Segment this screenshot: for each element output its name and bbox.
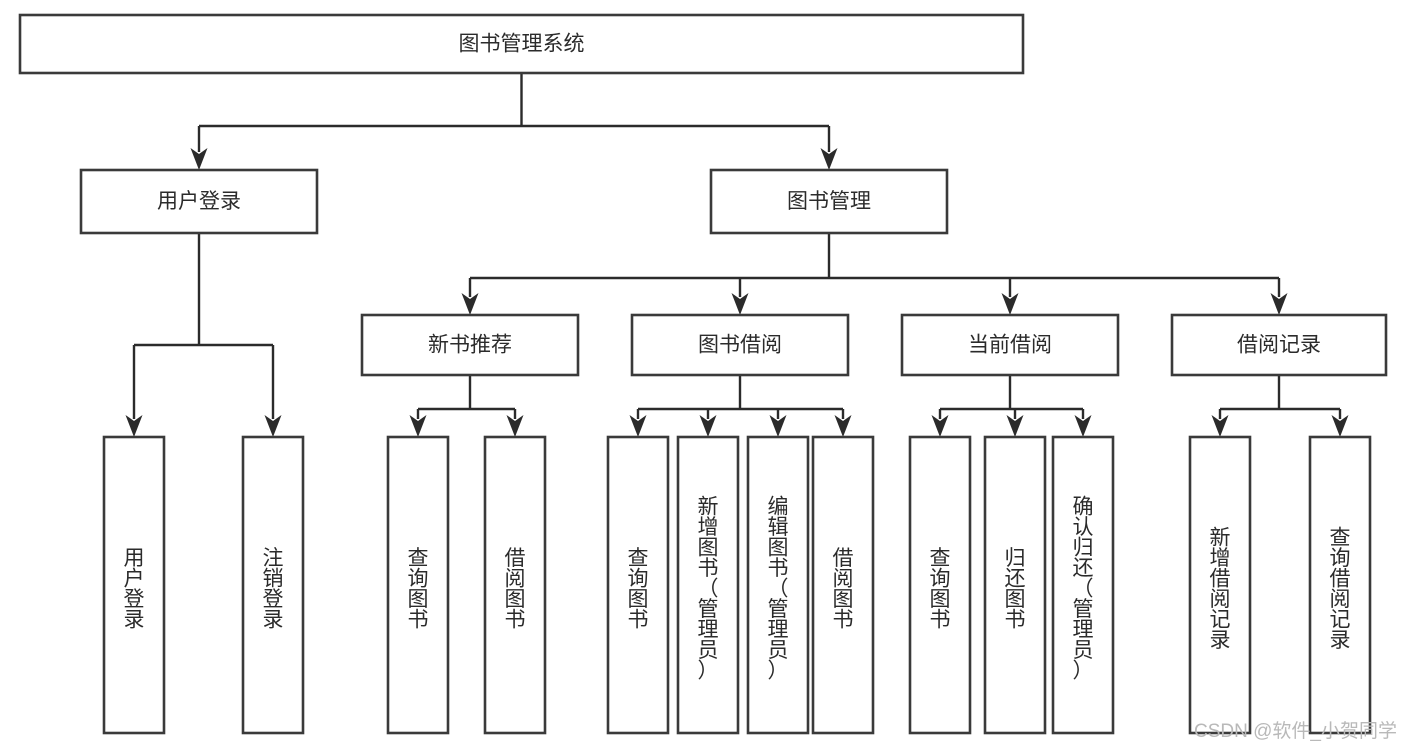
node-book-manage-label: 图书管理: [787, 190, 871, 213]
node-borrow-record-box[interactable]: [1170, 313, 1388, 377]
arrow-head-icon: [1211, 415, 1229, 437]
node-leaf-query-book-2-label: 查询图书: [628, 546, 649, 631]
node-leaf-edit-book-label: 编辑图书（管理员）: [768, 495, 789, 682]
node-user-login-label: 用户登录: [157, 190, 241, 213]
node-borrow-record-label: 借阅记录: [1237, 334, 1321, 357]
node-user-login[interactable]: 用户登录: [79, 168, 319, 235]
arrow-head-icon: [769, 415, 787, 437]
arrow-head-icon: [409, 415, 427, 437]
node-leaf-user-login[interactable]: 用户登录: [102, 435, 166, 735]
node-leaf-add-book[interactable]: 新增图书（管理员）: [676, 435, 740, 735]
node-leaf-confirm-return-label: 确认归还（管理员）: [1073, 495, 1094, 682]
arrow-head-icon: [1074, 415, 1092, 437]
node-new-book-recommend-label: 新书推荐: [428, 334, 512, 357]
node-leaf-add-book-label: 新增图书（管理员）: [698, 495, 719, 682]
arrow-head-icon: [820, 148, 838, 170]
node-root-system-label: 图书管理系统: [459, 33, 585, 56]
node-book-borrow-label: 图书借阅: [698, 334, 782, 357]
node-leaf-confirm-return[interactable]: 确认归还（管理员）: [1051, 435, 1115, 735]
arrow-head-icon: [190, 148, 208, 170]
node-leaf-query-book-3[interactable]: 查询图书: [908, 435, 972, 735]
arrow-head-icon: [1270, 293, 1288, 315]
node-new-book-recommend-box[interactable]: [360, 313, 580, 377]
node-leaf-borrow-book-1[interactable]: 借阅图书: [483, 435, 547, 735]
node-leaf-add-record-label: 新增借阅记录: [1210, 526, 1231, 652]
arrow-head-icon: [506, 415, 524, 437]
arrow-head-icon: [731, 293, 749, 315]
node-leaf-query-book-1[interactable]: 查询图书: [386, 435, 450, 735]
node-leaf-logout[interactable]: 注销登录: [241, 435, 305, 735]
arrow-head-icon: [1331, 415, 1349, 437]
node-leaf-query-book-3-box[interactable]: [908, 435, 972, 735]
node-root-system[interactable]: 图书管理系统: [18, 13, 1025, 75]
node-leaf-edit-book[interactable]: 编辑图书（管理员）: [746, 435, 810, 735]
node-leaf-borrow-book-2-label: 借阅图书: [833, 546, 854, 631]
node-book-manage-box[interactable]: [709, 168, 949, 235]
arrow-head-icon: [461, 293, 479, 315]
node-leaf-user-login-label: 用户登录: [124, 546, 145, 631]
node-current-borrow-box[interactable]: [900, 313, 1120, 377]
node-book-borrow[interactable]: 图书借阅: [630, 313, 850, 377]
node-book-manage[interactable]: 图书管理: [709, 168, 949, 235]
node-current-borrow-label: 当前借阅: [968, 334, 1052, 357]
node-leaf-query-record-box[interactable]: [1308, 435, 1372, 735]
node-root-system-box[interactable]: [18, 13, 1025, 75]
arrow-head-icon: [699, 415, 717, 437]
node-leaf-query-record-label: 查询借阅记录: [1330, 526, 1351, 652]
node-leaf-return-book[interactable]: 归还图书: [983, 435, 1047, 735]
node-leaf-borrow-book-1-box[interactable]: [483, 435, 547, 735]
node-new-book-recommend[interactable]: 新书推荐: [360, 313, 580, 377]
node-leaf-query-book-2-box[interactable]: [606, 435, 670, 735]
watermark-label: CSDN @软件_小贺同学: [1194, 721, 1397, 742]
node-leaf-add-record[interactable]: 新增借阅记录: [1188, 435, 1252, 735]
node-leaf-borrow-book-1-label: 借阅图书: [505, 546, 526, 631]
arrow-head-icon: [1006, 415, 1024, 437]
node-leaf-confirm-return-box[interactable]: [1051, 435, 1115, 735]
node-leaf-borrow-book-2-box[interactable]: [811, 435, 875, 735]
node-leaf-query-book-1-label: 查询图书: [408, 546, 429, 631]
node-leaf-return-book-label: 归还图书: [1005, 546, 1026, 631]
node-leaf-edit-book-box[interactable]: [746, 435, 810, 735]
node-current-borrow[interactable]: 当前借阅: [900, 313, 1120, 377]
node-leaf-logout-box[interactable]: [241, 435, 305, 735]
arrow-head-icon: [931, 415, 949, 437]
node-leaf-query-book-2[interactable]: 查询图书: [606, 435, 670, 735]
node-book-borrow-box[interactable]: [630, 313, 850, 377]
arrow-head-icon: [264, 415, 282, 437]
node-leaf-logout-label: 注销登录: [263, 546, 284, 631]
node-leaf-borrow-book-2[interactable]: 借阅图书: [811, 435, 875, 735]
node-leaf-add-record-box[interactable]: [1188, 435, 1252, 735]
arrow-head-icon: [1001, 293, 1019, 315]
node-leaf-query-book-1-box[interactable]: [386, 435, 450, 735]
node-leaf-user-login-box[interactable]: [102, 435, 166, 735]
node-layer: 图书管理系统用户登录图书管理新书推荐图书借阅当前借阅借阅记录用户登录注销登录查询…: [18, 13, 1388, 735]
arrow-head-icon: [629, 415, 647, 437]
node-user-login-box[interactable]: [79, 168, 319, 235]
arrow-head-icon: [125, 415, 143, 437]
node-borrow-record[interactable]: 借阅记录: [1170, 313, 1388, 377]
node-leaf-return-book-box[interactable]: [983, 435, 1047, 735]
node-leaf-query-book-3-label: 查询图书: [930, 546, 951, 631]
node-leaf-add-book-box[interactable]: [676, 435, 740, 735]
arrow-head-icon: [834, 415, 852, 437]
node-leaf-query-record[interactable]: 查询借阅记录: [1308, 435, 1372, 735]
connector-layer: [125, 73, 1349, 437]
